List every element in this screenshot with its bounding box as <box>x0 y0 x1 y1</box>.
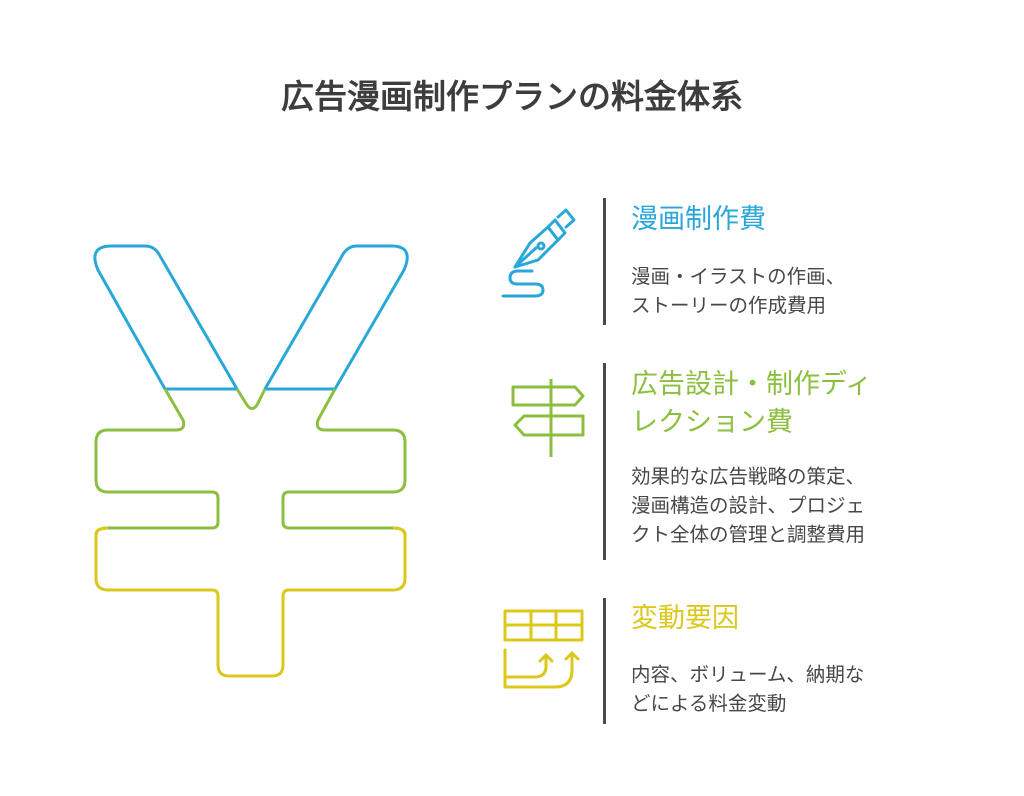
table-arrows-icon <box>503 609 584 689</box>
description-line: どによる料金変動 <box>631 692 787 715</box>
description-line: ストーリーの作成費用 <box>631 294 827 317</box>
section-description-ad-direction: 効果的な広告戦略の策定、 漫画構造の設計、プロジェ クト全体の管理と調整費用 <box>631 462 865 549</box>
description-line: 効果的な広告戦略の策定、 <box>631 465 866 488</box>
section-heading-ad-direction: 広告設計・制作ディ レクション費 <box>631 366 872 442</box>
divider <box>603 198 606 325</box>
yen-middle-green <box>94 388 407 536</box>
fountain-pen-icon <box>501 208 576 298</box>
section-description-manga-production: 漫画・イラストの作画、 ストーリーの作成費用 <box>631 262 845 320</box>
divider <box>603 363 606 560</box>
section-heading-variable-factors: 変動要因 <box>631 603 739 634</box>
yen-bottom-yellow <box>94 526 407 678</box>
description-line: クト全体の管理と調整費用 <box>631 523 866 546</box>
description-line: 内容、ボリューム、納期な <box>631 663 865 686</box>
yen-top-blue <box>93 244 409 391</box>
heading-line: レクション費 <box>631 407 793 438</box>
description-line: 漫画・イラストの作画、 <box>631 265 846 288</box>
section-heading-manga-production: 漫画制作費 <box>631 204 766 235</box>
page-title: 広告漫画制作プランの料金体系 <box>281 77 743 116</box>
signpost-icon <box>511 379 585 457</box>
heading-line: 広告設計・制作ディ <box>631 369 873 400</box>
description-line: 漫画構造の設計、プロジェ <box>631 494 866 517</box>
divider <box>603 598 606 724</box>
section-description-variable-factors: 内容、ボリューム、納期な どによる料金変動 <box>631 660 864 718</box>
